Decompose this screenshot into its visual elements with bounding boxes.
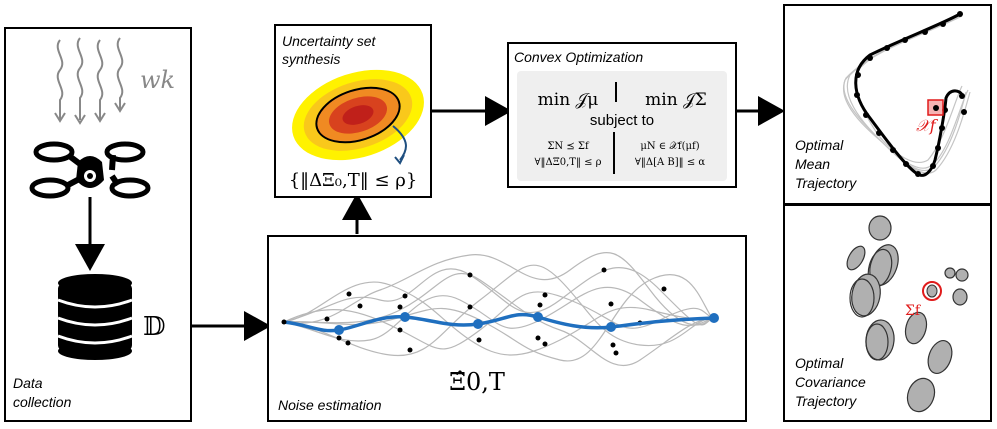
target-covariance bbox=[922, 281, 942, 301]
constraint-cov-1: ΣN ⪯ Σf bbox=[547, 141, 590, 152]
min-sigma: min 𝒥Σ bbox=[645, 90, 707, 110]
mean-title-3: Trajectory bbox=[795, 175, 857, 191]
drone-icon bbox=[29, 141, 151, 199]
noise-estimation-panel: Ξ̂0,T Noise estimation bbox=[267, 235, 747, 422]
uncertainty-title-1: Uncertainty set bbox=[282, 33, 376, 49]
convex-title: Convex Optimization bbox=[514, 49, 643, 65]
wk-label: wk bbox=[140, 66, 175, 94]
uncertainty-formula: {‖ΔΞ₀,T‖ ≤ ρ} bbox=[289, 170, 418, 191]
estimated-mean-points bbox=[334, 312, 719, 335]
target-set-label: 𝒳f bbox=[916, 116, 939, 135]
data-collection-title-1: Data bbox=[13, 375, 43, 391]
optimal-mean-line bbox=[854, 12, 964, 177]
optimal-mean-points bbox=[854, 11, 967, 177]
data-collection-title-2: collection bbox=[13, 394, 72, 410]
constraint-mean-1: μN ∈ 𝒳f(μf) bbox=[640, 141, 699, 152]
noise-estimation-title: Noise estimation bbox=[278, 397, 382, 413]
covariance-trajectory-panel: Σf Optimal Covariance Trajectory bbox=[783, 204, 992, 422]
dataset-label: 𝔻 bbox=[143, 312, 166, 342]
data-collection-panel: wk 𝔻 Data collection bbox=[4, 27, 192, 422]
cov-title-3: Trajectory bbox=[795, 393, 857, 409]
uncertainty-panel: Uncertainty set synthesis {‖ΔΞ₀,T‖ ≤ ρ} bbox=[274, 24, 432, 198]
convex-optimization-panel: Convex Optimization min 𝒥μ min 𝒥Σ subjec… bbox=[507, 42, 737, 188]
target-covariance-label: Σf bbox=[905, 303, 922, 319]
cov-title-2: Covariance bbox=[795, 374, 866, 390]
database-icon bbox=[57, 274, 133, 360]
covariance-ellipses bbox=[846, 215, 969, 413]
min-mu: min 𝒥μ bbox=[538, 90, 599, 110]
noise-estimate-formula: Ξ̂0,T bbox=[449, 368, 505, 396]
mean-title-2: Mean bbox=[795, 156, 830, 172]
disturbance-arrows bbox=[54, 37, 126, 125]
cov-title-1: Optimal bbox=[795, 355, 844, 371]
uncertainty-ellipse bbox=[292, 69, 424, 161]
constraint-cov-2: ∀‖ΔΞ0,T‖ ≤ ρ bbox=[534, 157, 601, 168]
mean-trajectory-panel: 𝒳f Optimal Mean Trajectory bbox=[783, 4, 992, 205]
noise-sample-points bbox=[324, 267, 667, 356]
uncertainty-title-2: synthesis bbox=[282, 51, 340, 67]
constraint-mean-2: ∀‖Δ[A B]‖ ≤ α bbox=[635, 157, 706, 168]
subject-to: subject to bbox=[590, 112, 654, 129]
mean-title-1: Optimal bbox=[795, 137, 844, 153]
